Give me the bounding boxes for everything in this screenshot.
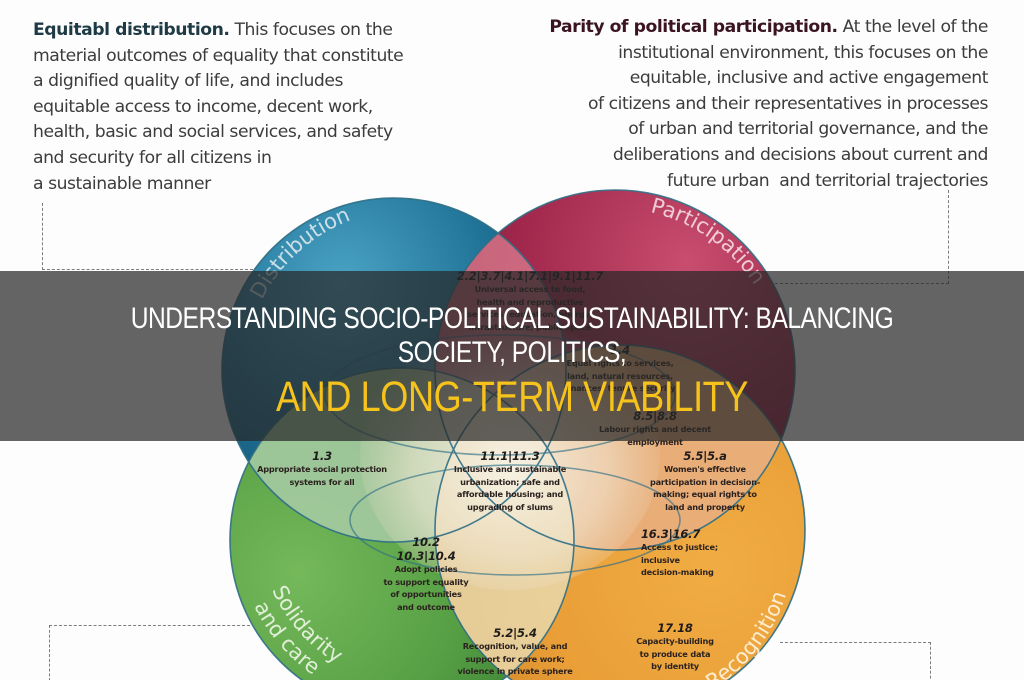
headline-line2: SOCIETY, POLITICS,	[397, 336, 627, 369]
dashed-connector-bottom-left	[49, 625, 250, 680]
distribution-description: Equitabl distribution. This focuses on t…	[33, 20, 404, 194]
dashed-connector-top-left	[42, 203, 253, 270]
headline-line1: UNDERSTANDING SOCIO-POLITICAL SUSTAINABI…	[130, 302, 894, 335]
distribution-heading: Equitabl distribution.	[33, 20, 230, 40]
participation-heading: Parity of political participation.	[549, 17, 838, 37]
headline: UNDERSTANDING SOCIO-POLITICAL SUSTAINABI…	[0, 302, 1024, 422]
headline-overlay-band	[0, 271, 1024, 441]
participation-description: Parity of political participation. At th…	[549, 17, 988, 191]
headline-line3: AND LONG-TERM VIABILITY	[275, 373, 749, 421]
dashed-connector-bottom-right	[780, 642, 931, 680]
